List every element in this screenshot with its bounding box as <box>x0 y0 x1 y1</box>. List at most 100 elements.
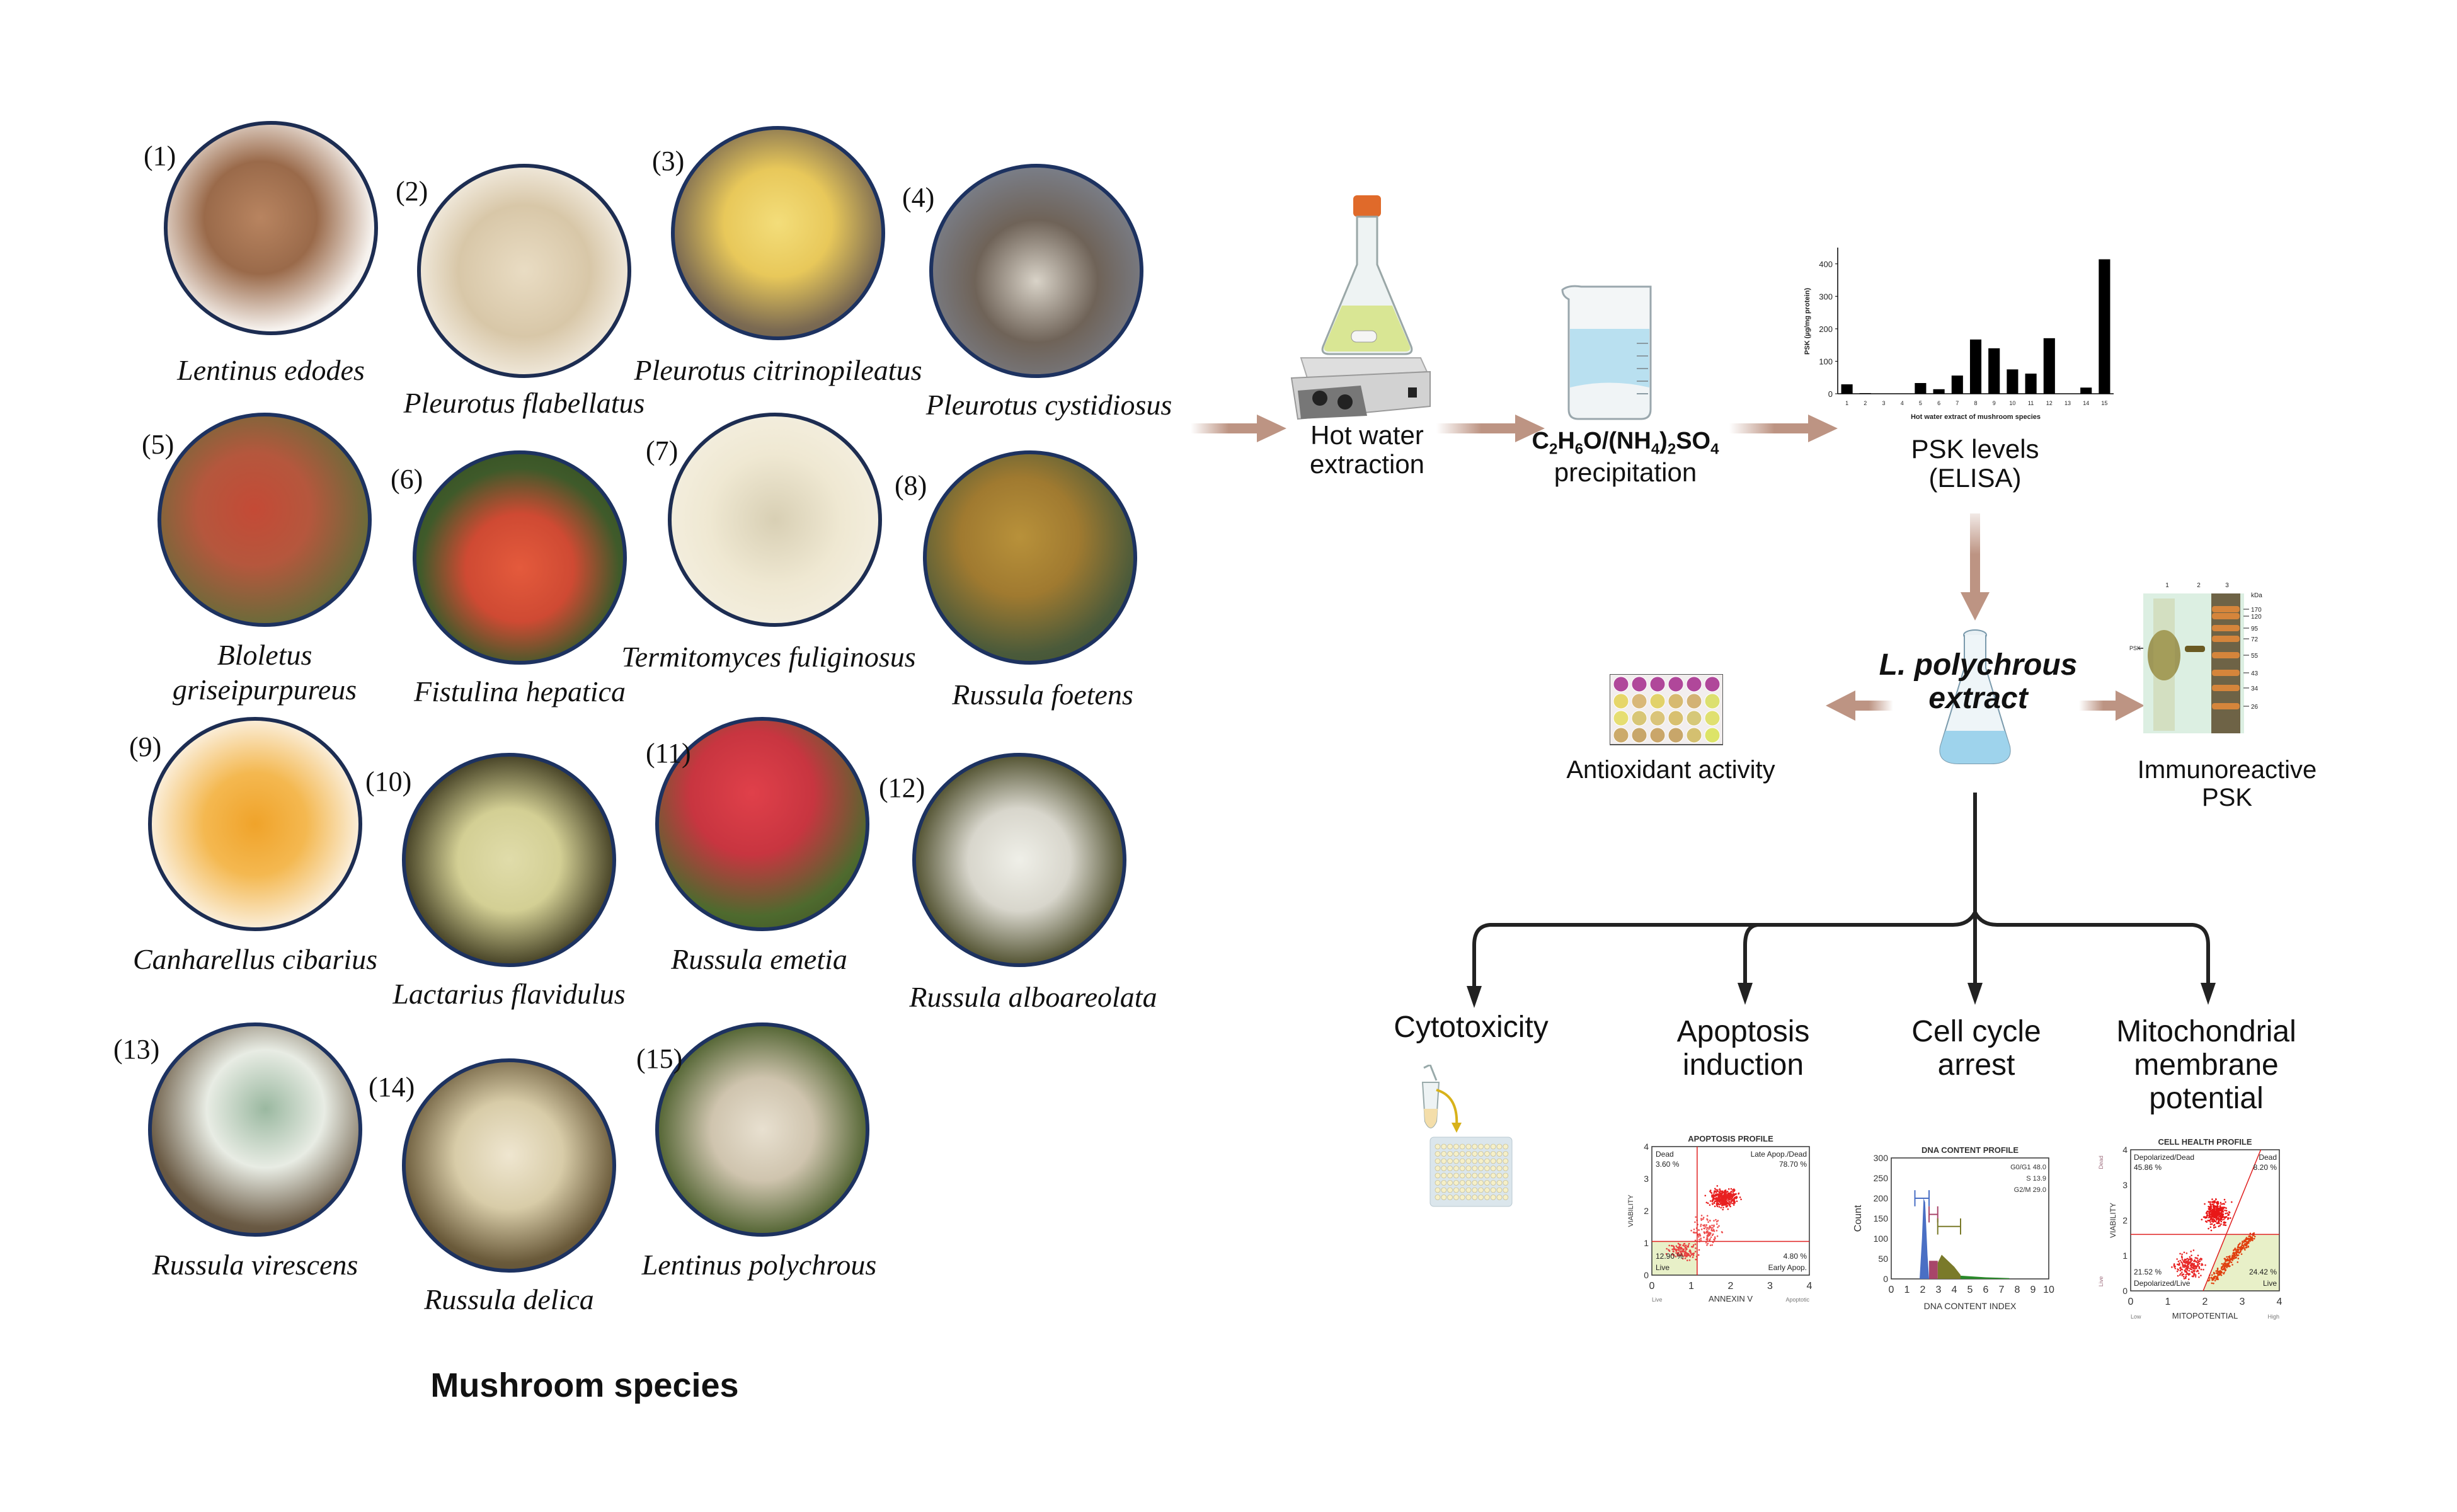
arrowhead-cell-cycle <box>1967 983 1983 1005</box>
scatter-point <box>1705 1226 1707 1228</box>
scatter-point <box>1715 1223 1718 1225</box>
scatter-point <box>2186 1261 2188 1263</box>
scatter-point <box>1685 1254 1687 1257</box>
scatter-point <box>2177 1274 2179 1277</box>
scatter-point <box>1714 1237 1716 1240</box>
scatter-point <box>2223 1223 2225 1226</box>
scatter-point <box>2215 1210 2218 1212</box>
species-number: (9) <box>129 731 162 762</box>
species-number: (7) <box>646 435 679 466</box>
scatter-point <box>1718 1191 1720 1193</box>
scatter-point <box>2226 1266 2228 1269</box>
scatter-point <box>2209 1221 2211 1223</box>
scatter-point <box>1707 1233 1710 1235</box>
scatter-point <box>2206 1217 2208 1218</box>
scatter-point <box>1687 1254 1690 1256</box>
ladder-band <box>2212 652 2240 658</box>
mushroom-photo-1 <box>164 121 378 335</box>
scatter-point <box>1727 1191 1729 1193</box>
scatter-point <box>1739 1196 1741 1198</box>
scatter-point <box>1719 1193 1721 1195</box>
scatter-point <box>2208 1227 2209 1230</box>
scatter-point <box>2220 1274 2223 1276</box>
well <box>1496 1187 1503 1193</box>
scatter-point <box>1722 1196 1724 1198</box>
scatter-point <box>1716 1201 1718 1203</box>
scatter-point <box>2211 1223 2213 1225</box>
scatter-point <box>1721 1190 1724 1193</box>
scatter-point <box>2216 1270 2219 1272</box>
quadrant-label: Early Apop. <box>1768 1263 1807 1272</box>
scatter-point <box>2233 1254 2235 1256</box>
well <box>1453 1172 1459 1179</box>
scatter-point <box>1705 1228 1708 1230</box>
scatter-point <box>1719 1198 1722 1200</box>
scatter-point <box>2198 1263 2201 1265</box>
scatter-point <box>1682 1251 1684 1253</box>
scatter-point <box>1727 1208 1729 1210</box>
scatter-point <box>1698 1249 1700 1251</box>
bar <box>2080 387 2092 394</box>
x-tick-label: 1 <box>1904 1285 1910 1295</box>
scatter-point <box>1721 1203 1724 1206</box>
scatter-point <box>1719 1203 1722 1205</box>
scatter-point <box>2223 1268 2225 1270</box>
scatter-point <box>1708 1227 1710 1229</box>
scatter-point <box>1675 1245 1678 1247</box>
x-tick-label: 15 <box>2101 400 2107 406</box>
scatter-point <box>1700 1228 1703 1230</box>
well <box>1668 693 1684 709</box>
scatter-point <box>2231 1264 2233 1266</box>
scatter-point <box>1715 1203 1718 1205</box>
scatter-point <box>1715 1218 1717 1221</box>
scatter-point <box>2217 1214 2219 1217</box>
well <box>1441 1143 1447 1150</box>
scatter-point <box>1673 1254 1675 1256</box>
well <box>1453 1180 1459 1186</box>
scatter-point <box>1707 1232 1710 1234</box>
scatter-point <box>2182 1276 2185 1278</box>
scatter-point <box>2231 1254 2233 1256</box>
scatter-point <box>1722 1206 1724 1208</box>
antioxidant-activity-label: Antioxidant activity <box>1566 756 1775 784</box>
mushroom-photo-7 <box>668 413 882 627</box>
scatter-point <box>2197 1272 2200 1274</box>
quadrant-value: 78.70 % <box>1779 1160 1807 1169</box>
scatter-point <box>2242 1246 2244 1249</box>
extract-label: L. polychrous extract <box>1879 648 2078 715</box>
tube-to-plate-icon <box>1421 1065 1513 1207</box>
scatter-point <box>2254 1235 2256 1238</box>
y-end-label: Dead <box>2098 1155 2104 1169</box>
scatter-point <box>1695 1258 1697 1261</box>
scatter-point <box>2220 1203 2222 1205</box>
assay-branch-tree <box>1472 793 2210 995</box>
species-number: (6) <box>391 464 423 495</box>
scatter-point <box>2219 1219 2221 1222</box>
beaker-icon <box>1561 285 1652 420</box>
scatter-point <box>2194 1257 2196 1259</box>
scatter-point <box>1731 1202 1733 1205</box>
x-tick-label: 3 <box>1882 400 1885 406</box>
scatter-point <box>1721 1202 1724 1205</box>
scatter-point <box>2187 1278 2190 1280</box>
scatter-point <box>1678 1247 1680 1249</box>
scatter-point <box>2179 1262 2180 1264</box>
scatter-point <box>2211 1211 2213 1214</box>
scatter-point <box>1700 1215 1703 1217</box>
scatter-point <box>2191 1258 2192 1261</box>
scatter-point <box>2211 1220 2213 1222</box>
well <box>1490 1187 1496 1193</box>
scatter-point <box>2243 1247 2245 1249</box>
y-tick-label: 300 <box>1874 1153 1889 1163</box>
lane-label: 3 <box>2225 582 2229 589</box>
ladder-band <box>2212 685 2240 691</box>
scatter-point <box>2185 1252 2188 1254</box>
well <box>1441 1166 1447 1171</box>
scatter-point <box>1713 1220 1715 1222</box>
x-end-label: Live <box>1652 1297 1663 1303</box>
marker-label: 72 <box>2251 636 2259 643</box>
x-tick-label: 0 <box>1649 1281 1655 1292</box>
scatter-point <box>2227 1217 2230 1219</box>
scatter-point <box>1733 1190 1735 1192</box>
scatter-point <box>2240 1253 2243 1255</box>
